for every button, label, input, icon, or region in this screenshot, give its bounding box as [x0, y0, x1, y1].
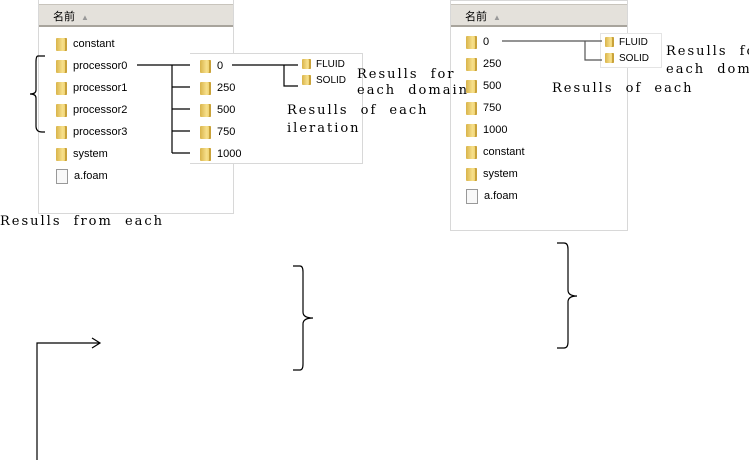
item-label: 1000	[217, 148, 242, 160]
file-icon	[56, 168, 68, 184]
middle-brace	[293, 265, 314, 371]
folder-icon	[56, 147, 67, 161]
folder-icon	[56, 103, 67, 117]
folder-icon	[200, 81, 211, 95]
folder-icon	[200, 59, 211, 73]
folder-system[interactable]: system	[466, 166, 518, 182]
folder-processor2[interactable]: processor2	[56, 102, 127, 118]
iteration-to-domain-line	[232, 64, 298, 87]
item-label: SOLID	[619, 53, 650, 64]
note-from-each: Resulls from each	[0, 214, 165, 229]
folder-icon	[302, 75, 311, 86]
domain-panel-right: FLUID SOLID	[600, 33, 662, 68]
folder-icon	[56, 81, 67, 95]
folder-icon	[466, 145, 477, 159]
item-label: constant	[73, 38, 115, 50]
folder-processor1[interactable]: processor1	[56, 80, 127, 96]
folder-icon	[56, 37, 67, 51]
folder-icon	[605, 53, 614, 64]
sort-ascending-icon: ▲	[81, 13, 89, 22]
item-label: 1000	[483, 124, 508, 136]
folder-750[interactable]: 750	[466, 100, 501, 116]
file-a-foam[interactable]: a.foam	[466, 188, 518, 204]
folder-fluid[interactable]: FLUID	[605, 35, 648, 51]
item-label: a.foam	[74, 170, 108, 182]
processor-to-iterations-line	[137, 64, 190, 154]
item-label: 250	[483, 58, 502, 70]
folder-icon	[200, 125, 211, 139]
folder-icon	[466, 79, 477, 93]
folder-icon	[200, 103, 211, 117]
folder-solid[interactable]: SOLID	[302, 73, 346, 89]
folder-1000[interactable]: 1000	[466, 122, 507, 138]
item-label: 500	[217, 104, 236, 116]
folder-processor0[interactable]: processor0	[56, 58, 127, 74]
folder-system[interactable]: system	[56, 146, 108, 162]
domain-panel-left: FLUID SOLID	[298, 57, 350, 90]
folder-solid[interactable]: SOLID	[605, 51, 649, 67]
folder-icon	[605, 37, 614, 48]
item-label: a.foam	[484, 190, 518, 202]
item-label: FLUID	[316, 59, 345, 70]
item-label: processor0	[73, 60, 128, 72]
item-label: system	[73, 148, 108, 160]
folder-icon	[466, 35, 477, 49]
note-iteration-right: Resulls of each	[552, 81, 694, 96]
folder-icon	[466, 57, 477, 71]
right-explorer-panel: 名前 ▲ 0 250 500 750 1000 constant system a…	[450, 0, 628, 231]
item-label: system	[483, 168, 518, 180]
folder-icon	[466, 101, 477, 115]
folder-constant[interactable]: constant	[56, 36, 115, 52]
folder-icon	[200, 147, 211, 161]
item-label: 0	[483, 36, 490, 48]
item-label: 750	[217, 126, 236, 138]
item-label: 250	[217, 82, 236, 94]
folder-icon	[466, 123, 477, 137]
folder-constant[interactable]: constant	[466, 144, 525, 160]
item-label: FLUID	[619, 37, 648, 48]
folder-icon	[466, 167, 477, 181]
item-label: SOLID	[316, 75, 347, 86]
right-iteration-to-domain-line	[502, 40, 602, 61]
item-label: processor1	[73, 82, 128, 94]
folder-icon	[302, 59, 311, 70]
item-label: 0	[217, 60, 224, 72]
item-label: constant	[483, 146, 525, 158]
header-label: 名前	[53, 11, 75, 23]
folder-0[interactable]: 0	[200, 58, 223, 74]
name-column-header[interactable]: 名前 ▲	[39, 4, 233, 27]
folder-500[interactable]: 500	[200, 102, 235, 118]
item-label: 750	[483, 102, 502, 114]
right-brace	[557, 242, 578, 349]
header-label: 名前	[465, 11, 487, 23]
folder-0[interactable]: 0	[466, 34, 489, 50]
file-a-foam[interactable]: a.foam	[56, 168, 108, 184]
arrow-line	[36, 342, 99, 460]
folder-icon	[56, 59, 67, 73]
sort-ascending-icon: ▲	[493, 13, 501, 22]
folder-1000[interactable]: 1000	[200, 146, 241, 162]
folder-fluid[interactable]: FLUID	[302, 57, 345, 73]
folder-500[interactable]: 500	[466, 78, 501, 94]
item-label: 500	[483, 80, 502, 92]
item-label: processor2	[73, 104, 128, 116]
folder-250[interactable]: 250	[466, 56, 501, 72]
folder-icon	[56, 125, 67, 139]
folder-250[interactable]: 250	[200, 80, 235, 96]
folder-750[interactable]: 750	[200, 124, 235, 140]
arrow-head-icon	[91, 337, 102, 349]
file-icon	[466, 188, 478, 204]
left-brace	[29, 55, 45, 133]
name-column-header[interactable]: 名前 ▲	[451, 4, 627, 27]
folder-processor3[interactable]: processor3	[56, 124, 127, 140]
item-label: processor3	[73, 126, 128, 138]
